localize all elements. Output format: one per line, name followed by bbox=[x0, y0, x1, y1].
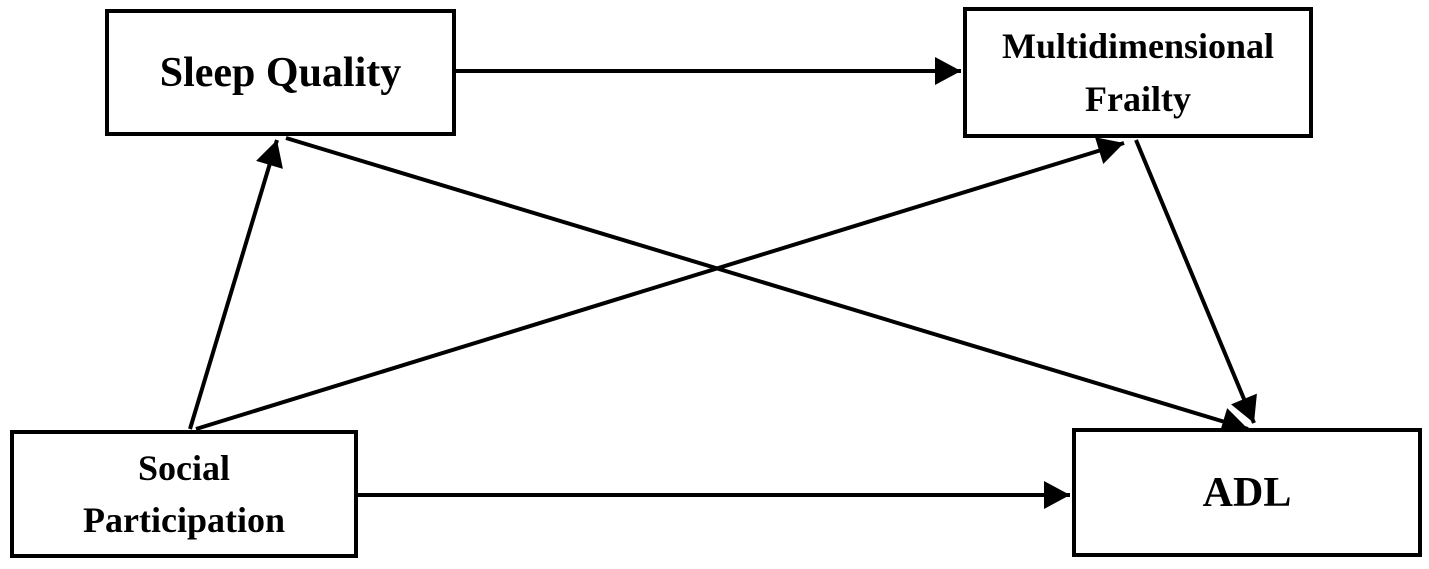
node-sleep-quality-label: Sleep Quality bbox=[159, 49, 402, 96]
node-social-participation-label: Social Participation bbox=[83, 447, 285, 540]
arrow-sleep-quality-to-adl bbox=[285, 136, 1249, 435]
node-adl: ADL bbox=[1072, 428, 1422, 557]
node-multidimensional-frailty-label: Multidimensional Frailty bbox=[1001, 26, 1275, 119]
arrow-social-participation-to-frailty bbox=[195, 137, 1125, 431]
node-sleep-quality: Sleep Quality bbox=[105, 9, 456, 136]
node-multidimensional-frailty: Multidimensional Frailty bbox=[963, 7, 1313, 138]
arrow-social-participation-to-sleep-quality bbox=[188, 139, 283, 430]
arrow-frailty-to-adl bbox=[1134, 139, 1257, 424]
node-social-participation: Social Participation bbox=[10, 430, 358, 558]
node-adl-label: ADL bbox=[1202, 469, 1292, 516]
